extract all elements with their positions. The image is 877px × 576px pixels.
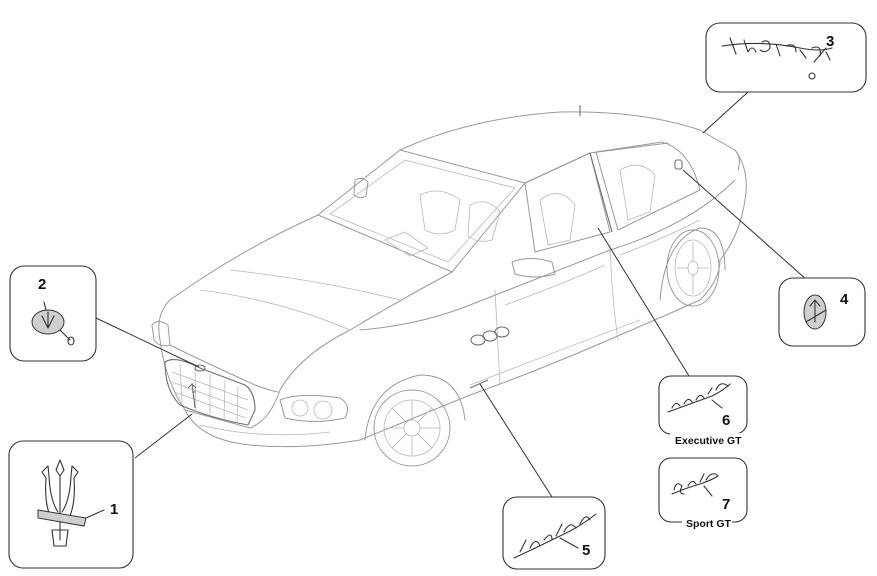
callout-number-6: 6 — [722, 412, 730, 429]
trident-emblem-icon — [37, 459, 105, 547]
callout-number-7: 7 — [722, 496, 730, 513]
callout-number-4: 4 — [840, 291, 849, 308]
executive-gt-badge-icon — [667, 383, 731, 413]
callout-box-7 — [658, 457, 748, 523]
leader-lines — [95, 91, 808, 498]
callout-number-3: 3 — [826, 33, 834, 50]
side-script-badge-icon — [513, 513, 597, 559]
pillar-badge-icon — [803, 294, 827, 330]
callout-7: 7 Sport GT — [658, 457, 748, 530]
leader-line-1 — [134, 413, 193, 459]
rear-script-badge-icon — [721, 37, 833, 80]
callout-box-3 — [705, 22, 867, 93]
callout-number-5: 5 — [582, 542, 590, 559]
leader-line-4 — [682, 169, 808, 281]
leader-line-5 — [479, 383, 553, 498]
leader-line-6 — [597, 227, 690, 377]
callout-box-1 — [8, 440, 134, 569]
callout-6: 6 Executive GT — [658, 375, 752, 447]
callout-5: 5 — [502, 496, 606, 570]
callout-2: 2 — [9, 265, 97, 362]
leader-line-3 — [702, 91, 749, 134]
callout-1: 1 — [8, 440, 134, 569]
callout-caption-6: Executive GT — [675, 435, 742, 447]
callout-box-6 — [658, 375, 748, 435]
callout-number-1: 1 — [110, 501, 118, 518]
hood-badge-icon — [31, 301, 75, 346]
callout-3: 3 — [705, 22, 867, 93]
car-illustration — [151, 105, 747, 467]
callout-4: 4 — [778, 277, 866, 347]
leader-line-2 — [95, 317, 200, 368]
sport-gt-badge-icon — [671, 473, 719, 497]
callout-caption-7: Sport GT — [686, 518, 731, 530]
callout-number-2: 2 — [38, 276, 46, 293]
